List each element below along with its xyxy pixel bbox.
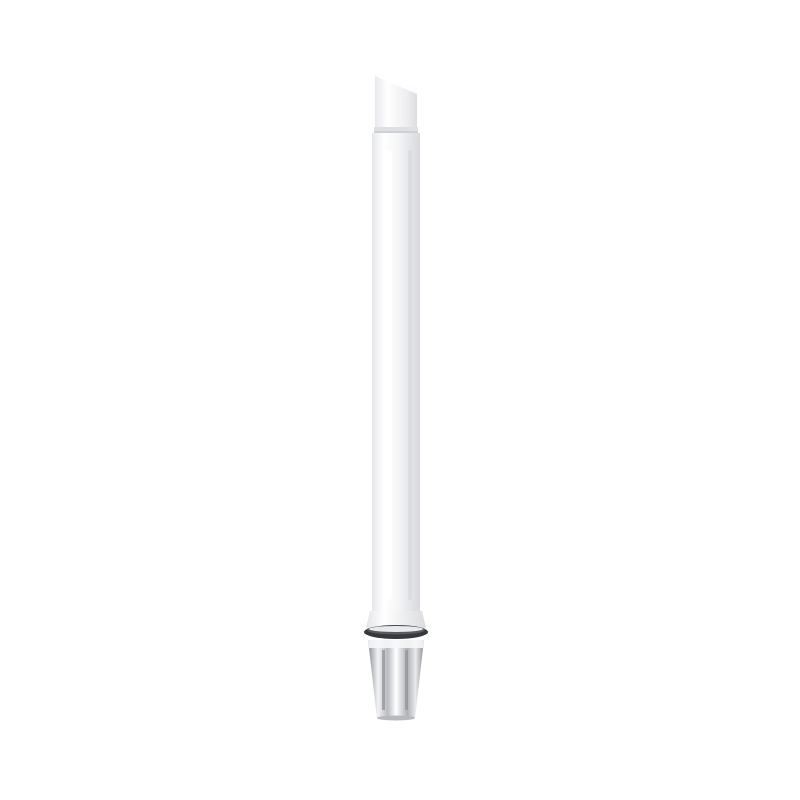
o-ring	[364, 625, 428, 639]
antenna-collar	[366, 611, 426, 628]
antenna-radome	[372, 133, 420, 611]
antenna-cap	[374, 72, 418, 133]
mount-base	[368, 640, 424, 721]
